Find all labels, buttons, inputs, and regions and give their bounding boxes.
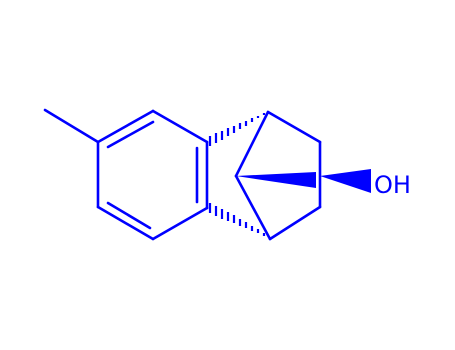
bridge-bond-5 (234, 174, 272, 241)
ring-bond-5 (96, 205, 155, 241)
solid-wedge-hydroxyl (320, 169, 371, 193)
bridge-bond-3 (268, 205, 322, 241)
methyl-bond (43, 108, 100, 144)
hydroxyl-label: OH (374, 171, 411, 199)
solid-wedge-bonds (236, 169, 371, 193)
bridge-bond-4 (234, 110, 270, 178)
solid-wedge-bridge (236, 172, 316, 188)
ring-double-bond-3 (106, 201, 152, 230)
hashed-wedge-bottom (208, 203, 266, 236)
hashed-wedge-bonds (208, 113, 266, 236)
hashed-wedge-top (208, 113, 266, 146)
ring-bond-4 (151, 206, 209, 241)
ring-double-bond-1 (106, 120, 155, 149)
bridge-bond-1 (266, 110, 322, 144)
ring-bond-2 (151, 109, 209, 144)
ring-bond-1 (96, 109, 155, 144)
bonds-group (43, 108, 322, 241)
